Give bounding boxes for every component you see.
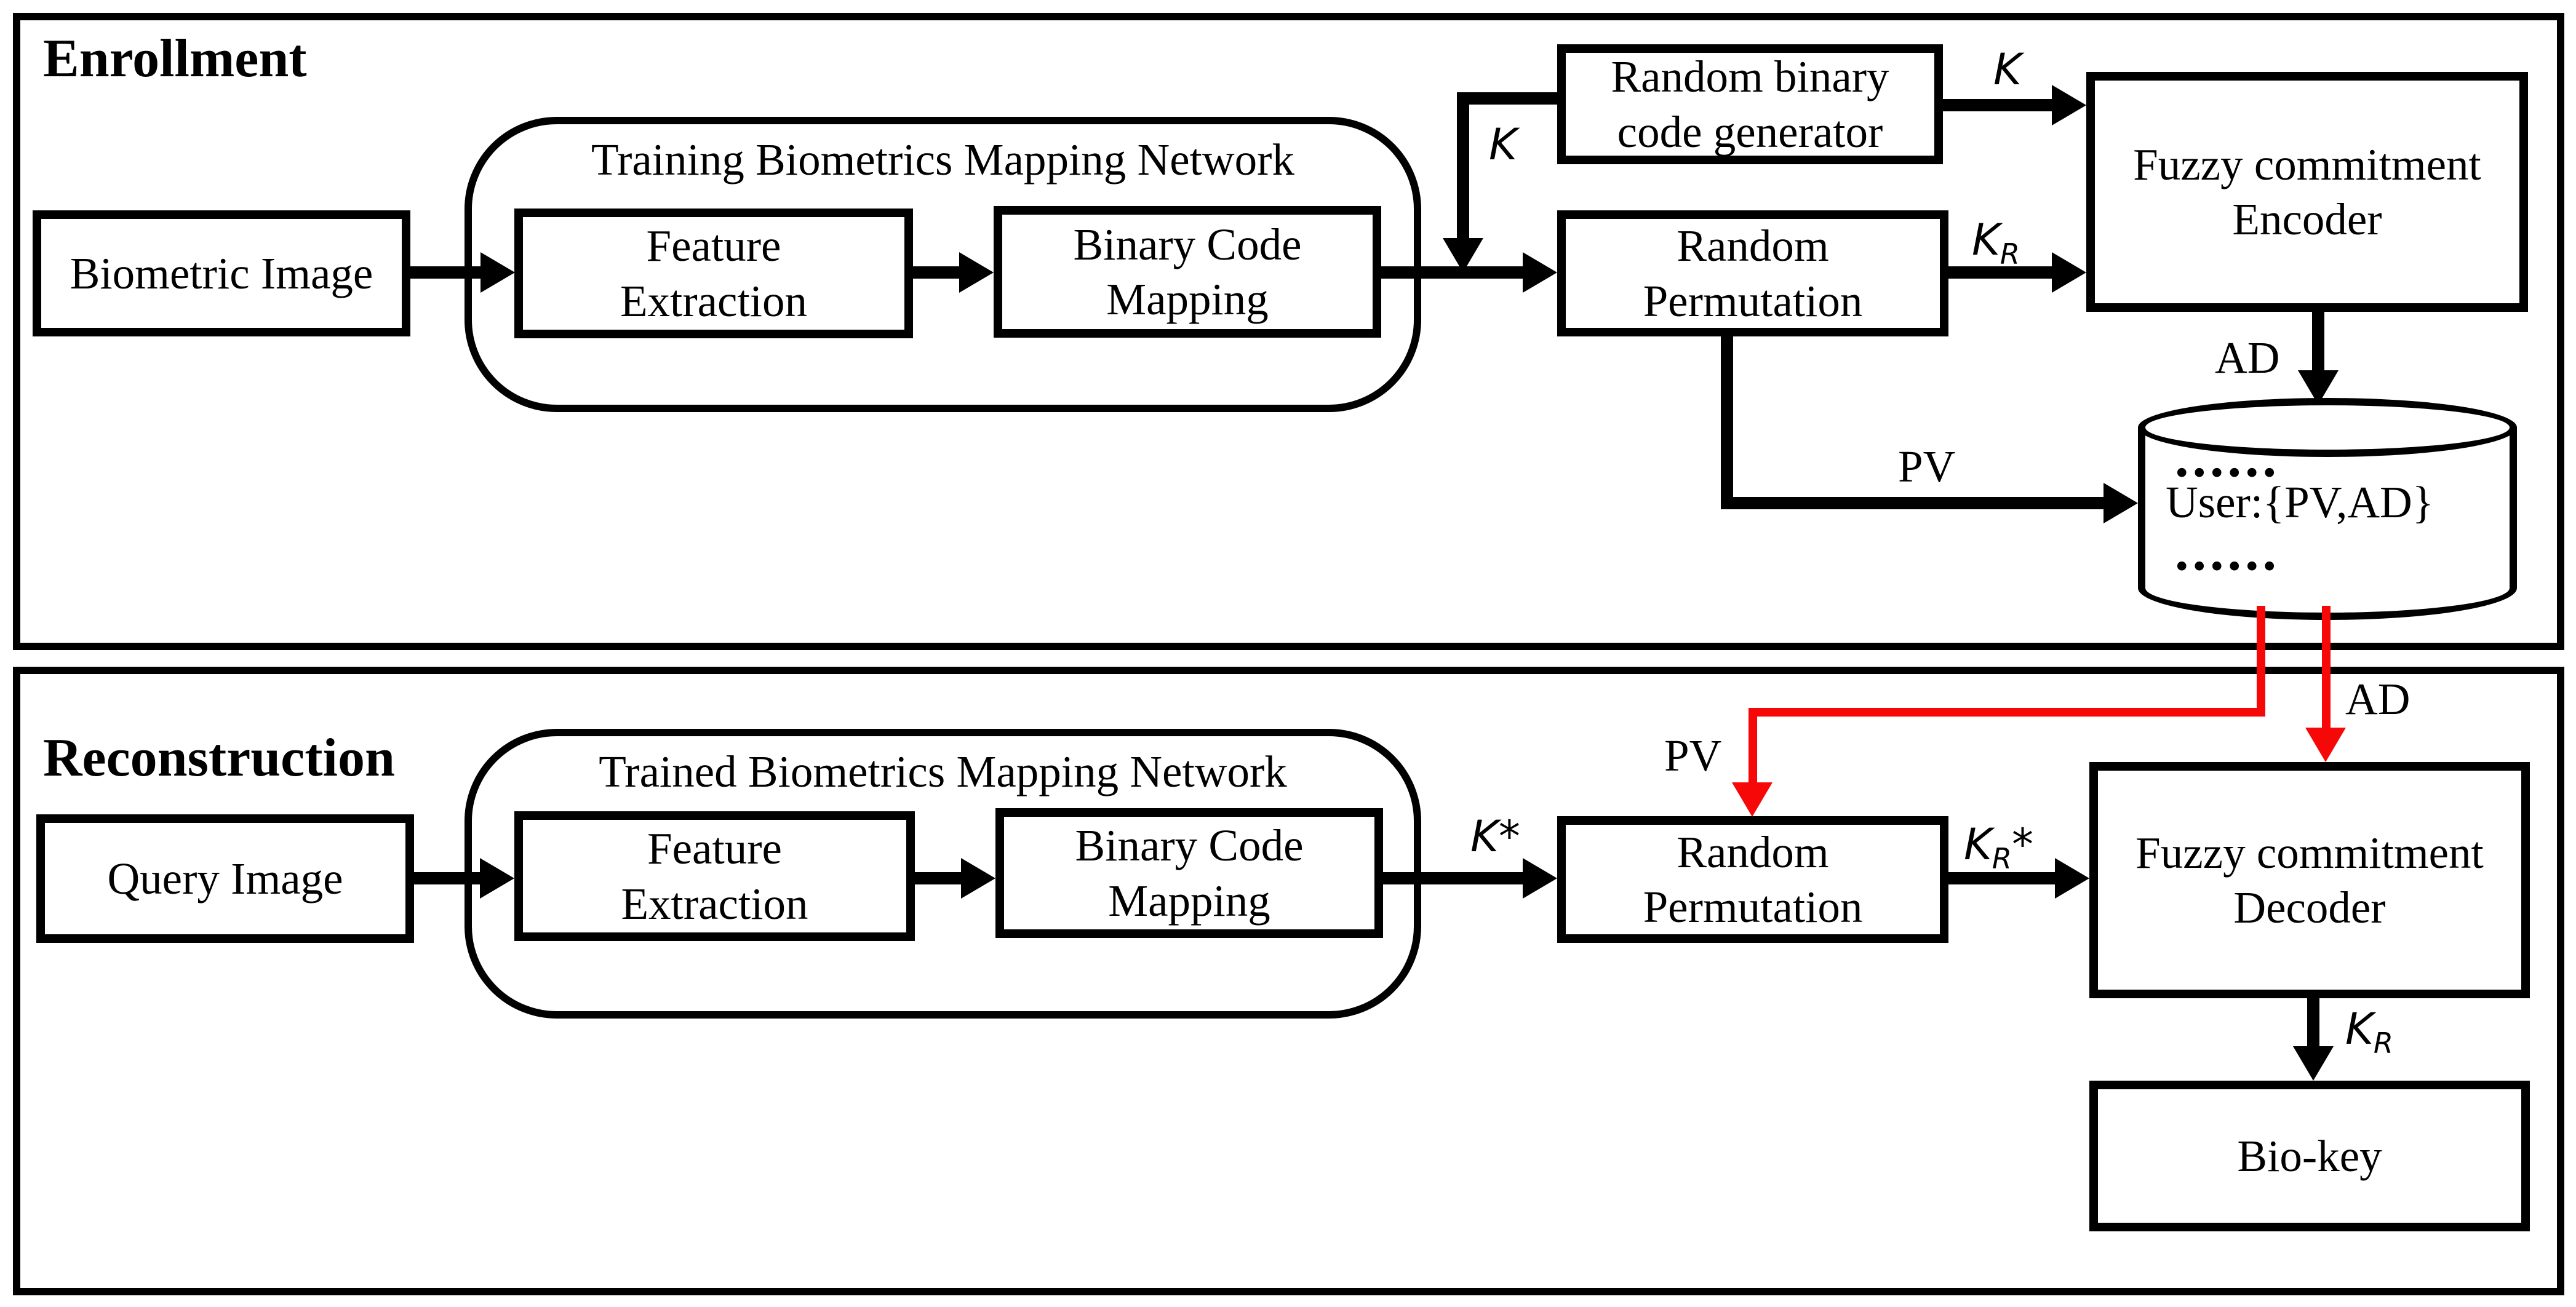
arrowhead-feature-to-binary-reconstruction	[961, 858, 995, 899]
arrow-generator-to-encoder	[1943, 99, 2053, 111]
random-permutation-box-enrollment: Random Permutation	[1557, 210, 1948, 336]
arrowhead-query-to-feature	[480, 858, 514, 899]
database-dots-top: ......	[2175, 427, 2280, 488]
kr-sub: R	[2000, 237, 2020, 271]
k-star-mark: *	[1498, 811, 1520, 862]
binary-code-mapping-label-enrollment: Binary Code Mapping	[1073, 219, 1302, 324]
arrow-query-to-feature	[414, 872, 484, 884]
binary-code-mapping-box-reconstruction: Binary Code Mapping	[995, 808, 1383, 938]
pv-elbow-horizontal-line	[1721, 497, 2104, 509]
arrow-binary-to-permutation-reconstruction	[1383, 872, 1526, 884]
random-permutation-box-reconstruction: Random Permutation	[1557, 816, 1948, 943]
kr-output-label: KR	[2345, 1007, 2393, 1057]
biometric-image-label: Biometric Image	[70, 248, 373, 298]
pv-elbow-vertical-line	[1721, 336, 1733, 509]
enrollment-section-label: Enrollment	[43, 29, 307, 89]
database-cylinder-top	[2138, 398, 2517, 457]
kr-label-enrollment: KR	[1972, 218, 2020, 268]
arrowhead-permutation-to-decoder	[2055, 858, 2089, 899]
query-image-label: Query Image	[107, 853, 343, 904]
kr-star-mark: *	[2012, 819, 2033, 870]
bio-key-label: Bio-key	[2237, 1130, 2382, 1181]
ad-arrow-vertical	[2312, 312, 2324, 373]
red-ad-line-from-database	[2322, 606, 2331, 729]
reconstruction-section-label: Reconstruction	[43, 728, 395, 788]
arrow-permutation-to-decoder	[1948, 872, 2059, 884]
kr-output-arrow-vertical	[2307, 998, 2319, 1047]
database-dots-bottom: ......	[2175, 521, 2280, 582]
kr-star-base: K	[1964, 819, 1992, 870]
arrow-permutation-to-encoder	[1948, 266, 2053, 279]
arrowhead-biometric-to-feature	[481, 252, 515, 293]
random-binary-code-generator-label: Random binary code generator	[1611, 52, 1889, 157]
binary-code-mapping-box-enrollment: Binary Code Mapping	[994, 206, 1381, 338]
arrowhead-permutation-to-encoder	[2052, 252, 2086, 293]
kr-out-base: K	[2345, 1004, 2374, 1054]
fuzzy-commitment-decoder-label: Fuzzy commitment Decoder	[2135, 827, 2484, 932]
arrowhead-feature-to-binary-enrollment	[959, 252, 994, 293]
fuzzy-commitment-encoder-label: Fuzzy commitment Encoder	[2133, 139, 2481, 244]
arrow-feature-to-binary-reconstruction	[915, 872, 965, 884]
ad-label-reconstruction: AD	[2345, 674, 2411, 724]
arrow-biometric-to-feature	[410, 266, 481, 279]
fuzzy-commitment-encoder-box: Fuzzy commitment Encoder	[2086, 72, 2528, 312]
red-pv-line-horizontal	[1749, 708, 2265, 717]
feature-extraction-label-enrollment: Feature Extraction	[620, 221, 808, 326]
arrowhead-binary-to-permutation-enrollment	[1523, 252, 1557, 293]
trained-network-title: Trained Biometrics Mapping Network	[599, 747, 1287, 797]
random-permutation-label-reconstruction: Random Permutation	[1643, 827, 1863, 932]
random-binary-code-generator-box: Random binary code generator	[1557, 44, 1943, 164]
query-image-box: Query Image	[36, 814, 414, 943]
feature-extraction-box-reconstruction: Feature Extraction	[514, 811, 915, 941]
red-pv-arrowhead	[1732, 782, 1772, 817]
red-pv-line-from-database	[2257, 606, 2265, 717]
k-star-label: K*	[1470, 815, 1520, 858]
kr-base: K	[1972, 215, 2000, 265]
database-record-label: User:{PV,AD}	[2166, 477, 2434, 527]
k-elbow-horizontal-line	[1457, 92, 1557, 105]
pv-label-reconstruction: PV	[1664, 731, 1722, 781]
feature-extraction-box-enrollment: Feature Extraction	[514, 209, 913, 338]
binary-code-mapping-label-reconstruction: Binary Code Mapping	[1075, 820, 1304, 926]
pv-arrowhead	[2103, 483, 2138, 523]
arrow-feature-to-binary-enrollment	[913, 266, 963, 279]
k-label-to-permutation: K	[1489, 119, 1517, 170]
kr-output-arrowhead	[2293, 1046, 2334, 1081]
kr-star-label: KR*	[1964, 823, 2033, 873]
pv-label-enrollment: PV	[1898, 442, 1956, 491]
bio-key-box: Bio-key	[2089, 1081, 2530, 1231]
fuzzy-commitment-decoder-box: Fuzzy commitment Decoder	[2089, 762, 2530, 998]
biometric-image-box: Biometric Image	[33, 210, 410, 336]
kr-star-sub: R	[1992, 842, 2012, 875]
random-permutation-label-enrollment: Random Permutation	[1643, 221, 1863, 326]
k-elbow-vertical-line	[1457, 92, 1469, 240]
ad-label-enrollment: AD	[2215, 333, 2280, 383]
arrowhead-generator-to-encoder	[2052, 85, 2086, 125]
kr-out-sub: R	[2373, 1027, 2393, 1060]
feature-extraction-label-reconstruction: Feature Extraction	[621, 824, 808, 929]
red-pv-line-down	[1749, 708, 1757, 785]
red-ad-arrowhead	[2305, 728, 2346, 762]
k-label-to-encoder: K	[1993, 44, 2022, 95]
training-network-title: Training Biometrics Mapping Network	[591, 135, 1294, 185]
arrow-binary-to-permutation-enrollment	[1381, 266, 1523, 279]
k-star-base: K	[1470, 811, 1499, 862]
arrowhead-binary-to-permutation-reconstruction	[1523, 858, 1557, 899]
database-cylinder-body	[2138, 427, 2517, 620]
